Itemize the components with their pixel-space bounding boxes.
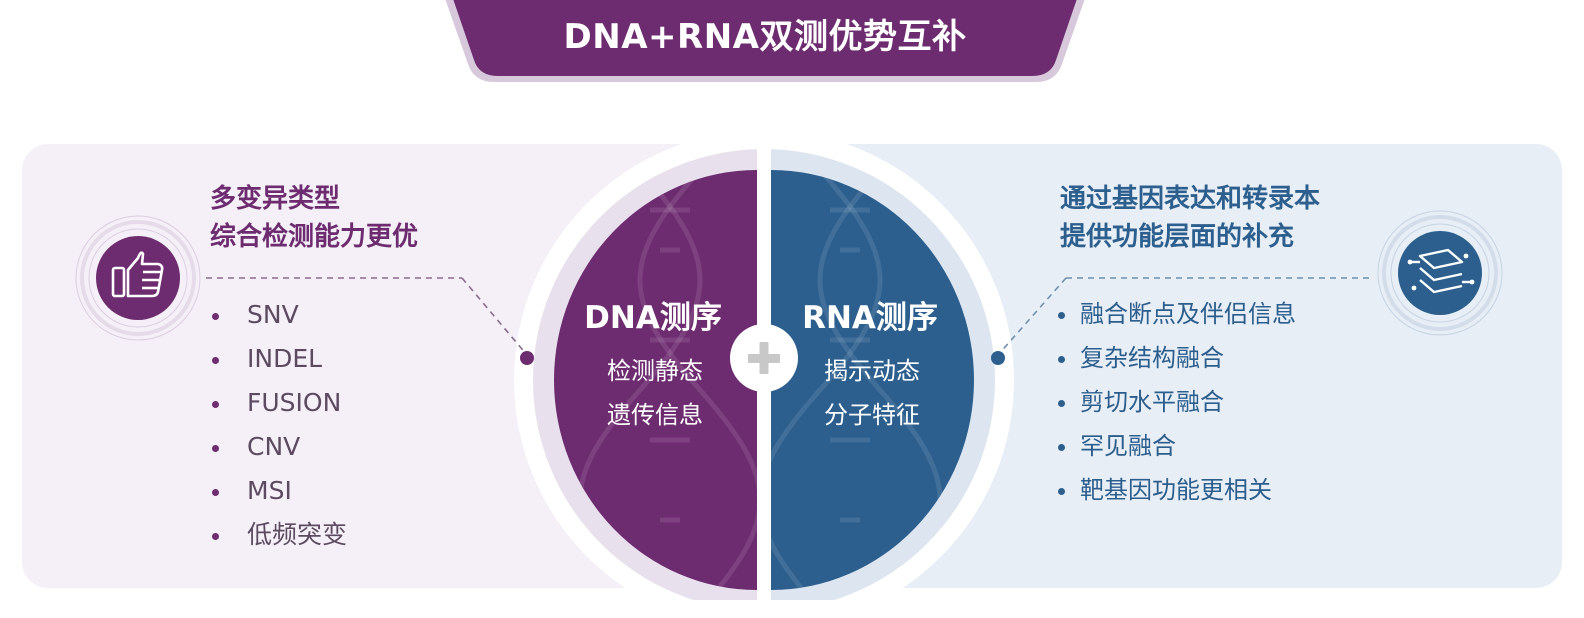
list-item: 低频突变 [212,513,347,557]
plus-icon [730,324,798,392]
list-item: 融合断点及伴侣信息 [1058,292,1296,336]
fusion-feature-list: 融合断点及伴侣信息 复杂结构融合 剪切水平融合 罕见融合 靶基因功能更相关 [1058,292,1296,512]
list-item: FUSION [212,381,347,425]
list-item: MSI [212,469,347,513]
dna-advantage-heading: 多变异类型 综合检测能力更优 [210,184,419,252]
list-item: 靶基因功能更相关 [1058,468,1296,512]
left-connector-dot [520,351,534,365]
page-title: DNA+RNA双测优势互补 [563,17,967,57]
rna-half-circle [771,170,974,590]
title-banner [445,0,1085,82]
dna-desc-line1: 检测静态 [607,357,703,385]
dna-desc-line2: 遗传信息 [607,401,703,429]
rna-desc-line1: 揭示动态 [824,357,920,385]
list-item: INDEL [212,337,347,381]
list-item: CNV [212,425,347,469]
layers-network-icon [1377,210,1503,336]
variant-type-list: SNV INDEL FUSION CNV MSI 低频突变 [212,293,347,557]
rna-label: RNA测序 [802,300,938,336]
dna-label: DNA测序 [584,300,722,336]
right-connector [997,277,1370,356]
dna-half-circle [554,170,757,590]
left-connector [206,277,528,356]
thumbs-up-icon [75,215,201,341]
list-item: SNV [212,293,347,337]
list-item: 剪切水平融合 [1058,380,1296,424]
list-item: 复杂结构融合 [1058,336,1296,380]
rna-advantage-heading: 通过基因表达和转录本 提供功能层面的补充 [1060,184,1321,252]
rna-desc-line2: 分子特征 [824,401,920,429]
list-item: 罕见融合 [1058,424,1296,468]
right-connector-dot [991,351,1005,365]
